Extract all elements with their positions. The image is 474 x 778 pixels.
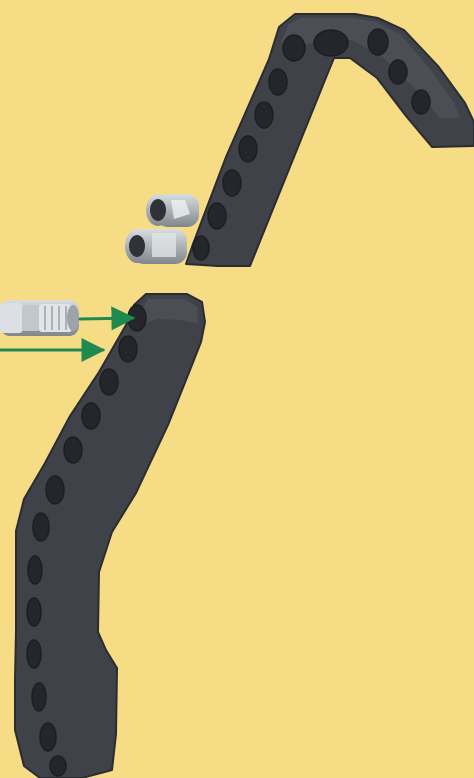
upper-beam-hole [389,60,407,84]
lower-beam-hole [46,476,64,504]
lower-beam-hole [28,556,42,584]
upper-beam-hole [368,29,388,55]
upper-beam-hole [255,102,273,128]
lower-beam-hole [64,437,82,463]
insert-arrow [80,318,133,319]
lower-beam-hole [32,683,46,711]
lower-beam-hole [82,403,100,429]
upper-beam-hole [412,90,430,114]
upper-beam-hole [223,170,241,196]
lower-beam-hole [119,336,137,362]
upper-beam-hole [269,69,287,95]
upper-beam-hole [283,35,305,61]
lower-beam-hole [27,640,41,668]
lower-beam-hole [50,756,66,776]
loose-pin-group [0,300,79,336]
lower-beam-hole [33,513,49,541]
lower-beam-hole [40,723,56,751]
upper-beam-hole [314,30,348,56]
upper-pin [125,229,187,264]
lower-beam-hole [27,598,41,626]
lower-beam-hole [100,369,118,395]
upper-beam-hole [208,203,226,229]
upper-beam-hole [193,236,209,260]
upper-beam-hole [239,136,257,162]
upper-pin [146,194,199,227]
